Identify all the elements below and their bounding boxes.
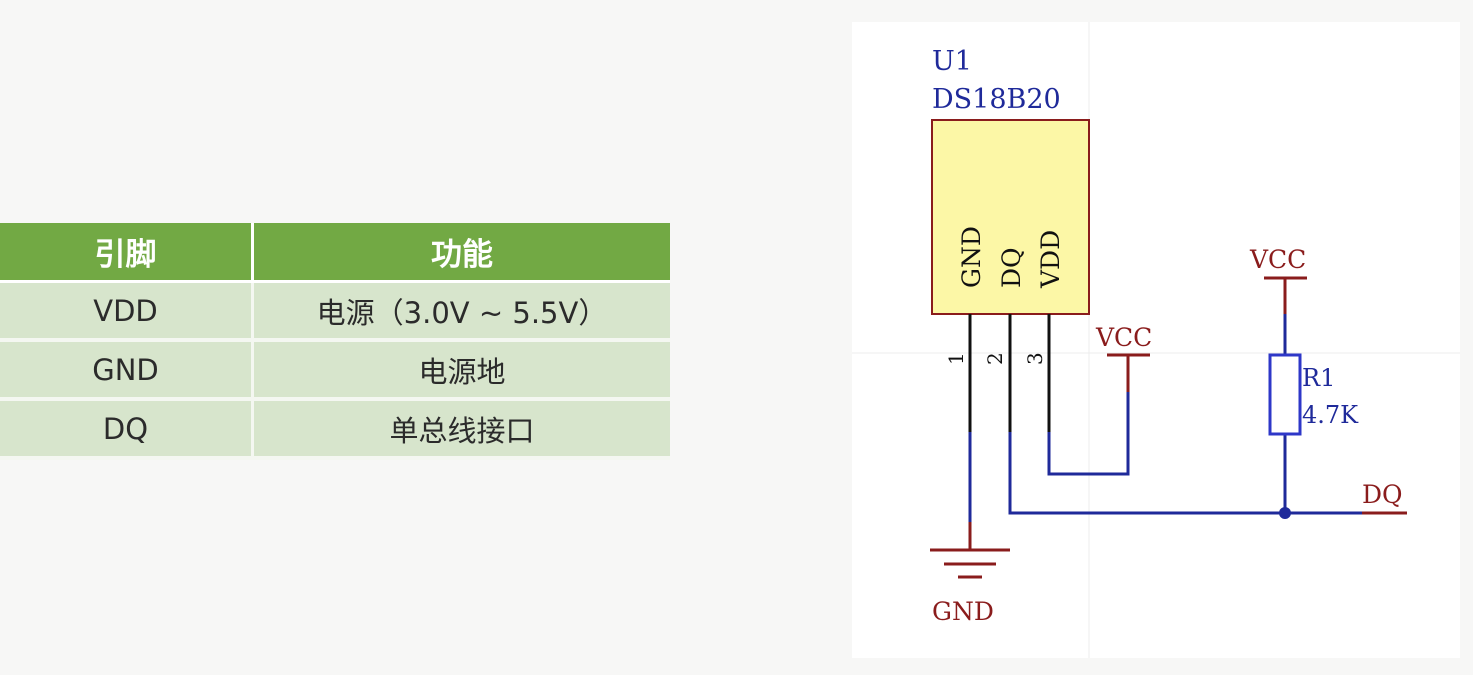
- pin-cell: GND: [0, 342, 254, 401]
- resistor-r1: [1268, 353, 1302, 436]
- pin-name-vdd: VDD: [1036, 230, 1065, 289]
- dq-net-label: DQ: [1362, 480, 1403, 509]
- pin-name-gnd: GND: [957, 226, 986, 288]
- function-cell: 电源（3.0V ~ 5.5V）: [254, 283, 670, 342]
- pin-name-dq: DQ: [997, 247, 1026, 288]
- junction-dot: [1279, 507, 1291, 519]
- header-function: 功能: [254, 223, 670, 283]
- pin-cell: VDD: [0, 283, 254, 342]
- dq-wire: [1008, 432, 1362, 515]
- table-row: GND 电源地: [0, 342, 670, 401]
- resistor-value: 4.7K: [1302, 401, 1359, 429]
- gnd-label: GND: [932, 597, 994, 626]
- function-cell: 电源地: [254, 342, 670, 401]
- component-part-number: DS18B20: [932, 84, 1061, 115]
- pin-cell: DQ: [0, 401, 254, 460]
- vdd-wire: [1047, 392, 1130, 476]
- vcc-chip-label: VCC: [1095, 323, 1152, 352]
- chip-body: [931, 119, 1090, 315]
- pin-number-3: 3: [1023, 352, 1047, 365]
- component-designator: U1: [932, 46, 972, 77]
- table-header-row: 引脚 功能: [0, 223, 670, 283]
- function-cell: 单总线接口: [254, 401, 670, 460]
- resistor-designator: R1: [1302, 364, 1335, 392]
- header-pin: 引脚: [0, 223, 254, 283]
- schematic-panel: U1 DS18B20 GND DQ VDD 1 2 3 VCC VCC: [852, 22, 1460, 658]
- table-row: DQ 单总线接口: [0, 401, 670, 460]
- pin-function-table: 引脚 功能 VDD 电源（3.0V ~ 5.5V） GND 电源地 DQ 单总线…: [0, 223, 670, 460]
- pin-number-1: 1: [944, 352, 968, 365]
- vcc-top-label: VCC: [1249, 245, 1306, 274]
- pin-number-2: 2: [983, 352, 1007, 365]
- ds18b20-schematic: U1 DS18B20 GND DQ VDD 1 2 3 VCC VCC: [852, 22, 1460, 658]
- table-row: VDD 电源（3.0V ~ 5.5V）: [0, 283, 670, 342]
